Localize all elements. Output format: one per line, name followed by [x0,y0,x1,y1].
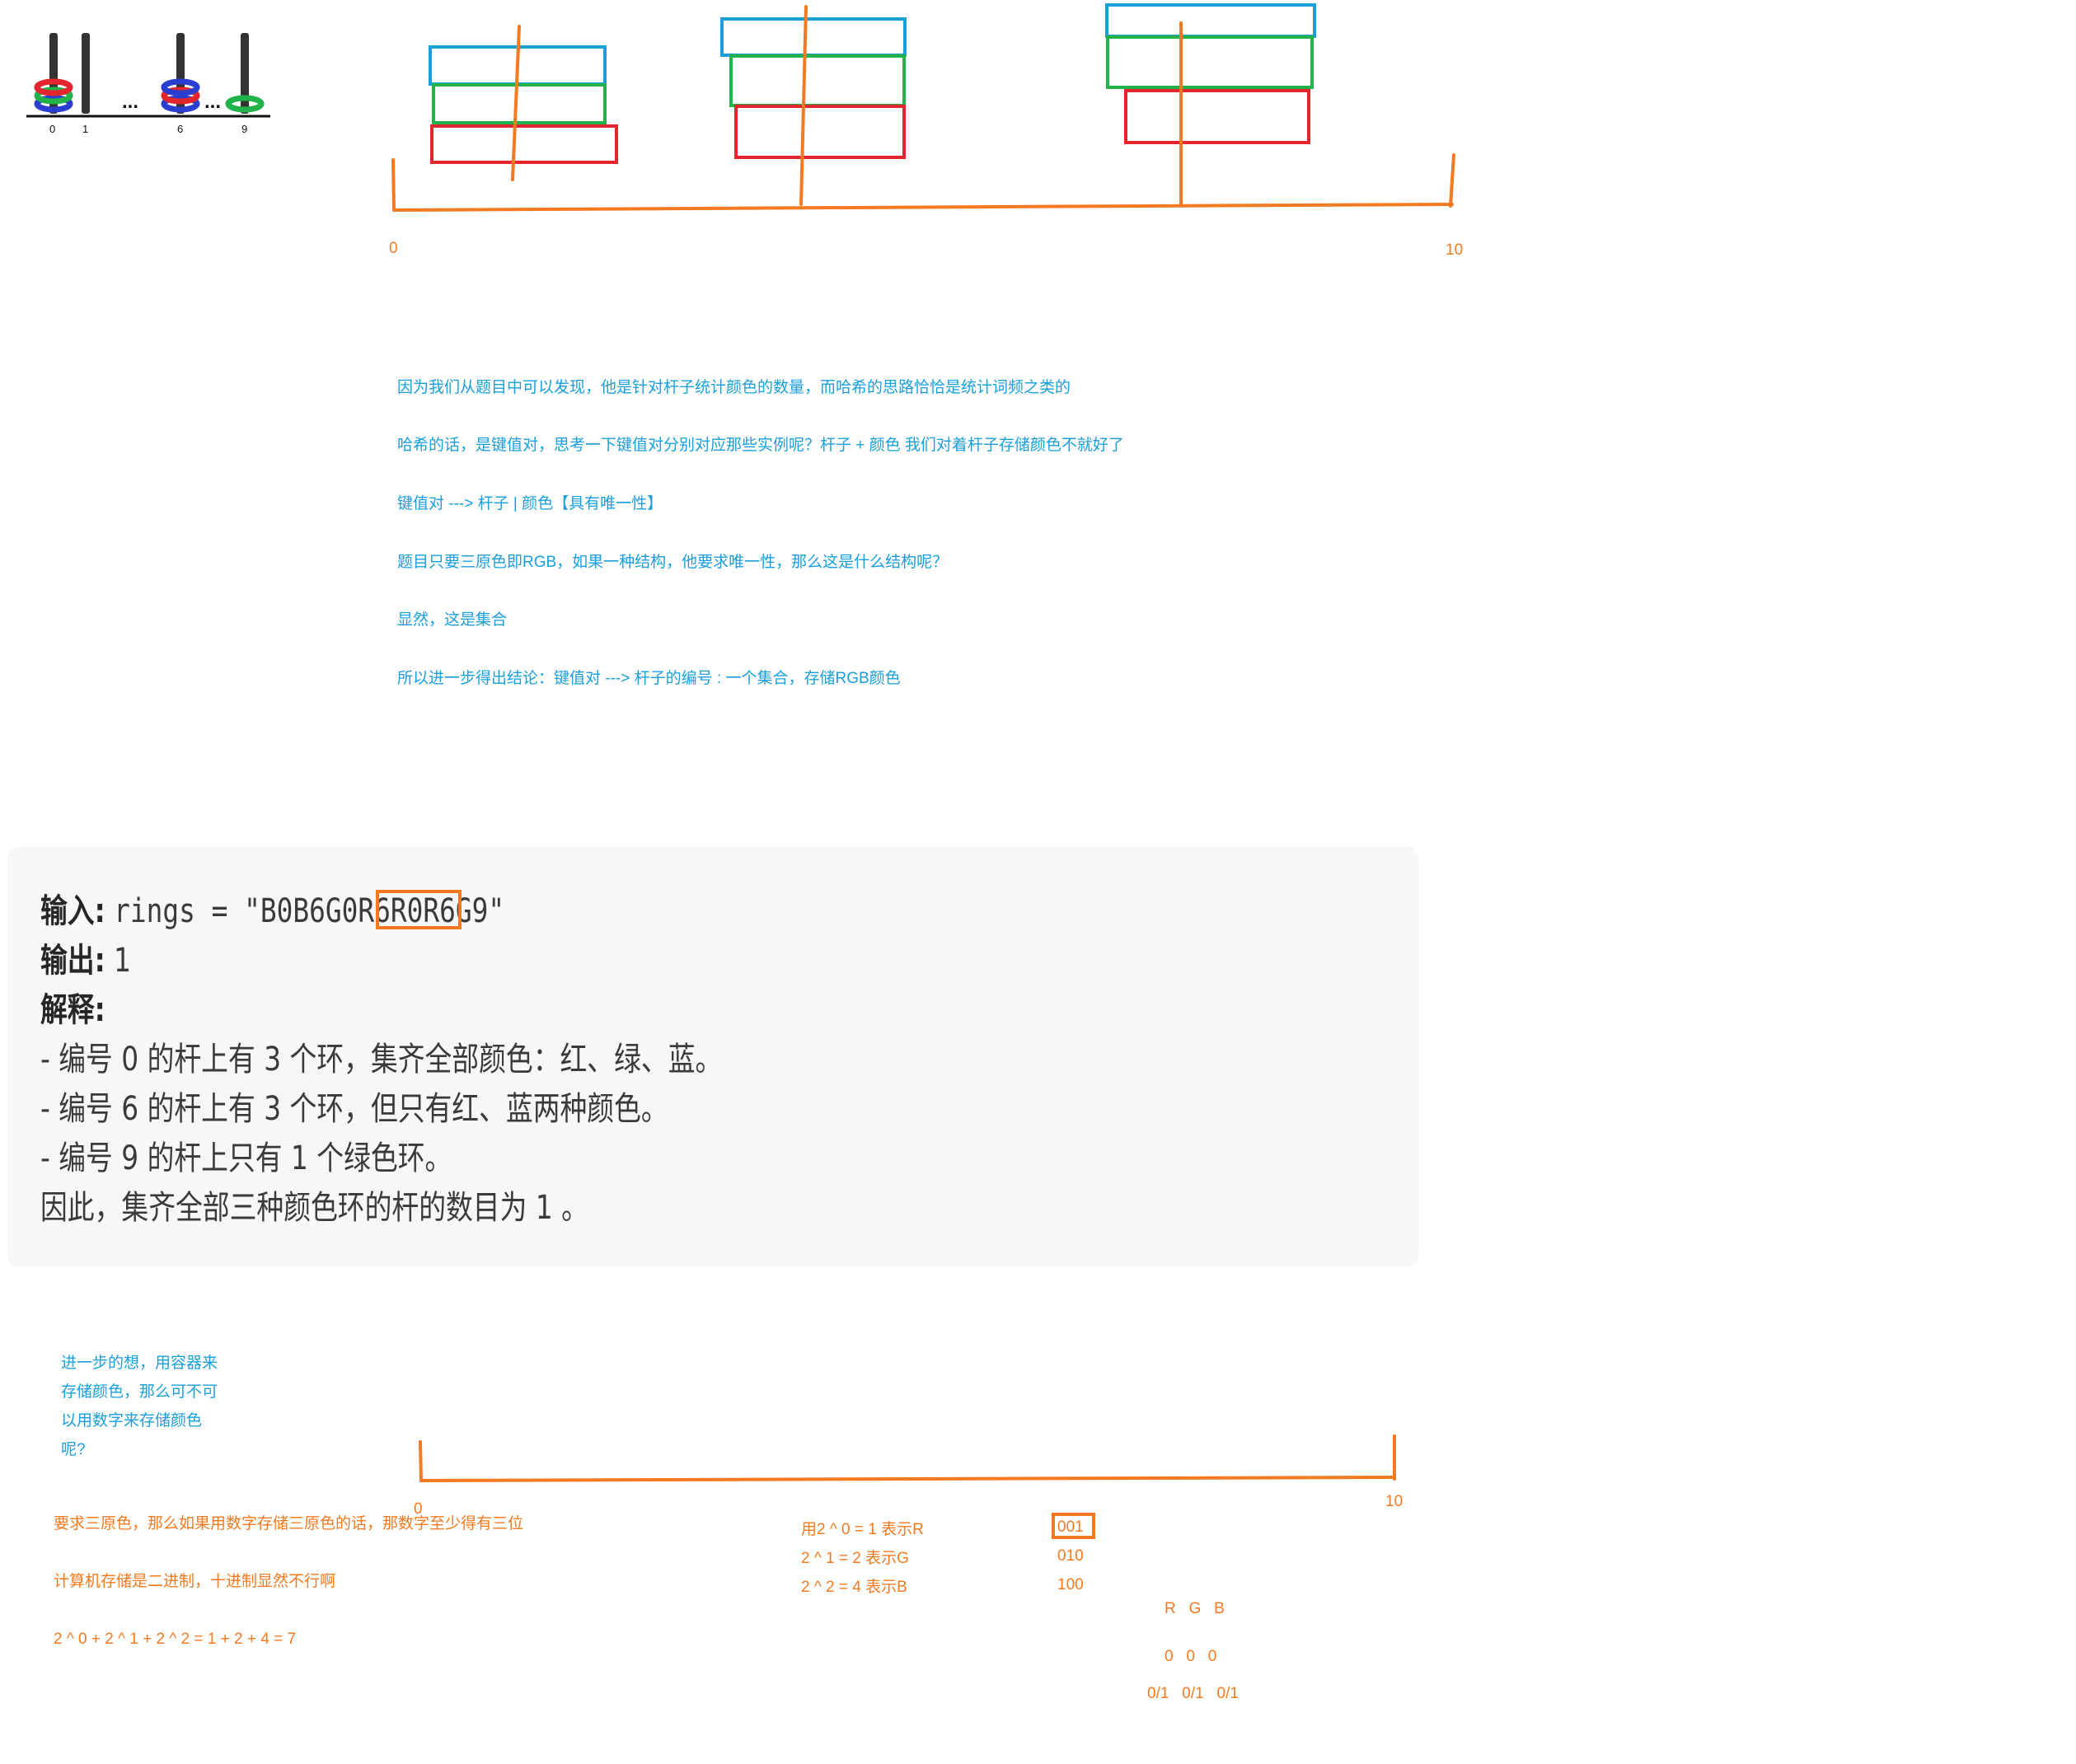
blue-note-3: 键值对 ---> 杆子 | 颜色【具有唯一性】 [397,495,663,512]
binary-g: 010 [1057,1547,1084,1565]
explain-line-1: - 编号 0 的杆上有 3 个环，集齐全部颜色：红、绿、蓝。 [40,1041,723,1079]
top-axis-diagram [391,3,1455,212]
explain-label: 解释: [40,991,105,1029]
rod-label-6: 6 [177,123,184,135]
top-axis-start-label: 0 [389,240,398,257]
side-note-2: 存储颜色，那么可不可 [61,1383,218,1401]
rod-label-9: 9 [241,123,248,135]
rod-label-0: 0 [49,123,56,135]
example-output-line: 输出: 1 [40,944,131,977]
binary-b: 100 [1057,1576,1084,1593]
blue-note-2: 哈希的话，是键值对，思考一下键值对分别对应那些实例呢？杆子 + 颜色 我们对着杆… [397,437,1124,454]
rgb-header: R G B [1165,1600,1225,1617]
legend-dots-1: ... [122,91,139,113]
output-label: 输出: [40,942,105,980]
explain-line-4: 因此，集齐全部三种颜色环的杆的数目为 1 。 [40,1189,588,1227]
blue-note-5: 显然，这是集合 [397,611,508,629]
rgb-bits-row: 0/1 0/1 0/1 [1147,1685,1239,1702]
orange-note-3: 2 ^ 0 + 2 ^ 1 + 2 ^ 2 = 1 + 2 + 4 = 7 [54,1631,297,1648]
power-note-r: 用2 ^ 0 = 1 表示R [801,1521,924,1538]
example-block: 输入: rings = "B0B6G0R6R0R6G9" 输出: 1 解释: -… [7,847,1418,1267]
legend-dots-2: ... [204,91,222,113]
input-code: rings = "B0B6G0R6R0R6G9" [114,892,505,930]
rods-illustration [26,33,270,118]
output-value: 1 [114,942,132,980]
side-note-4: 呢? [61,1441,86,1458]
bottom-axis-end-label: 10 [1385,1493,1404,1510]
side-note-3: 以用数字来存储颜色 [61,1412,203,1429]
power-note-g: 2 ^ 1 = 2 表示G [801,1550,909,1567]
example-explain-label: 解释: [40,994,105,1027]
orange-note-1: 要求三原色，那么如果用数字存储三原色的话，那数字至少得有三位 [54,1515,524,1532]
blue-note-4: 题目只要三原色即RGB，如果一种结构，他要求唯一性，那么这是什么结构呢？ [397,554,949,571]
input-label: 输入: [40,892,105,930]
input-highlight-box [376,890,462,929]
orange-note-2: 计算机存储是二进制，十进制显然不行啊 [54,1573,336,1590]
explain-line-3: - 编号 9 的杆上只有 1 个绿色环。 [40,1139,452,1177]
rod-label-1: 1 [82,123,89,135]
bottom-axis-start-label: 0 [414,1500,423,1518]
binary-r: 001 [1057,1518,1084,1536]
blue-note-6: 所以进一步得出结论：键值对 ---> 杆子的编号 : 一个集合，存储RGB颜色 [397,670,901,687]
binary-highlight-box [1052,1513,1095,1539]
blue-note-1: 因为我们从题目中可以发现，他是针对杆子统计颜色的数量，而哈希的思路恰恰是统计词频… [397,379,1071,396]
explain-line-2: - 编号 6 的杆上有 3 个环，但只有红、蓝两种颜色。 [40,1090,668,1128]
bottom-axis-diagram [419,1434,1396,1482]
top-axis-end-label: 10 [1446,241,1464,259]
example-input-line: 输入: rings = "B0B6G0R6R0R6G9" [40,895,504,928]
rgb-zero-row: 0 0 0 [1165,1648,1217,1665]
power-note-b: 2 ^ 2 = 4 表示B [801,1579,907,1596]
side-note-1: 进一步的想，用容器来 [61,1355,218,1372]
